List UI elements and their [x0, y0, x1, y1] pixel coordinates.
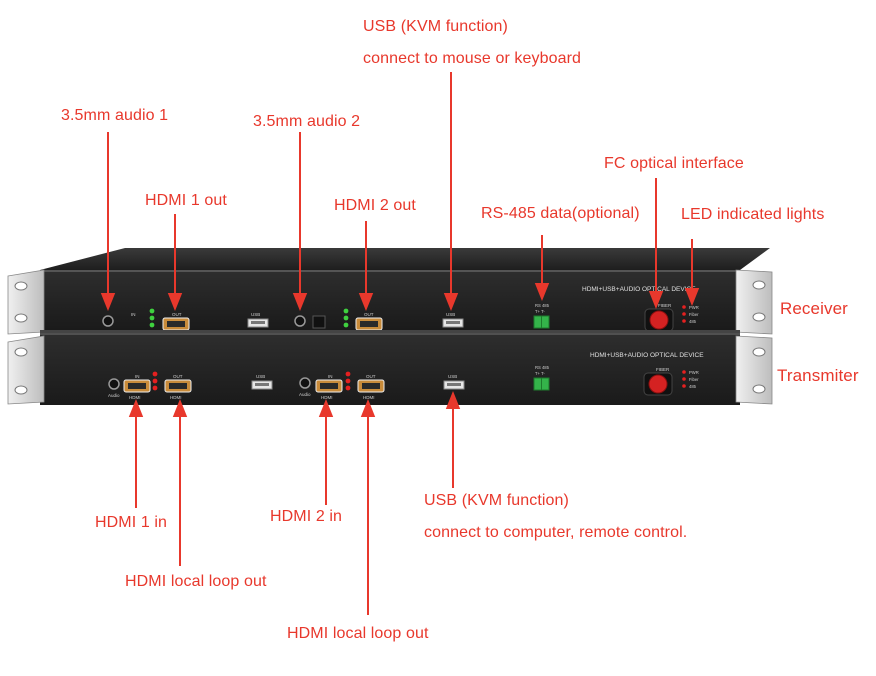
receiver-audio1-jack [102, 315, 114, 327]
receiver-fiber-led-label: Fiber [689, 312, 699, 317]
callout-usb-kvm-top-line2: connect to mouse or keyboard [363, 50, 582, 67]
callout-arrows [100, 72, 700, 615]
callout-led-lights: LED indicated lights [681, 206, 825, 223]
transmitter-audio2-label: Audio [299, 392, 311, 397]
receiver-hdmi1-in-label: IN [131, 312, 136, 317]
receiver-hdmi2-led [343, 322, 349, 328]
callout-hdmi1-in: HDMI 1 in [95, 514, 168, 531]
transmitter-fiber-label: FIBER [656, 367, 670, 372]
receiver-pwr-led [682, 305, 686, 309]
transmitter-485-led [682, 384, 686, 388]
receiver-right-rack-ear [735, 269, 773, 335]
transmitter-fiber-led-label: Fiber [689, 377, 699, 382]
callout-audio1: 3.5mm audio 1 [61, 107, 169, 124]
transmitter-hdmi1-in-hdmi-label: HDMI [129, 395, 141, 400]
transmitter-pwr-led-label: PWR [689, 370, 699, 375]
receiver-panel-title: HDMI+USB+AUDIO OPTICAL DEVICE [582, 286, 696, 293]
transmitter-hdmi2-in-hdmi-label: HDMI [321, 395, 333, 400]
transmitter-hdmi2-out-label: OUT [366, 374, 376, 379]
transmitter-audio1-label: Audio [108, 393, 120, 398]
transmitter-audio1-jack [108, 378, 120, 390]
transmitter-usb1-label: USB [256, 374, 265, 379]
receiver-485-led [682, 319, 686, 323]
callout-usb-kvm-bottom-line1: USB (KVM function) [424, 492, 569, 509]
transmitter-hdmi2-in-label: IN [328, 374, 333, 379]
callout-audio2: 3.5mm audio 2 [253, 113, 361, 130]
transmitter-panel-title: HDMI+USB+AUDIO OPTICAL DEVICE [590, 352, 704, 359]
receiver-hdmi2-led [343, 315, 349, 321]
transmitter-485-led-label: 485 [689, 384, 697, 389]
transmitter-hdmi1-in-label: IN [135, 374, 140, 379]
receiver-485-led-label: 485 [689, 319, 697, 324]
receiver-hdmi2-out-label: OUT [364, 312, 374, 317]
transmitter-hdmi2-led [345, 385, 351, 391]
receiver-usb1-label: USB [251, 312, 260, 317]
transmitter-pwr-led [682, 370, 686, 374]
transmitter-hdmi2-led [345, 378, 351, 384]
receiver-unit: Audio IN HDMI OUT HDMI USB Audio HDMI OU… [7, 248, 773, 339]
receiver-fiber-label: FIBER [658, 303, 672, 308]
receiver-usb2-label: USB [446, 312, 455, 317]
receiver-front-panel [40, 270, 740, 330]
receiver-left-rack-ear [7, 269, 45, 335]
receiver-fc-optical-port [649, 310, 669, 330]
callout-transmitter: Transmiter [777, 366, 859, 385]
transmitter-audio2-jack [299, 377, 311, 389]
transmitter-hdmi1-led [152, 378, 158, 384]
transmitter-left-rack-ear [7, 335, 45, 405]
transmitter-fiber-led [682, 377, 686, 381]
transmitter-rs485-label: RS 485 [535, 365, 550, 370]
receiver-hdmi2-led [343, 308, 349, 314]
transmitter-right-rack-ear [735, 335, 773, 405]
callout-rs485: RS-485 data(optional) [481, 205, 640, 222]
callout-hdmi2-out: HDMI 2 out [334, 197, 416, 214]
transmitter-front-panel [40, 333, 740, 405]
transmitter-hdmi2-led [345, 371, 351, 377]
callout-hdmi-loop1: HDMI local loop out [125, 573, 267, 590]
callout-receiver: Receiver [780, 299, 848, 318]
transmitter-hdmi1-led [152, 371, 158, 377]
receiver-top-face [40, 248, 770, 270]
receiver-rs485-pins-label: T+ T- [535, 309, 545, 314]
receiver-pwr-led-label: PWR [689, 305, 699, 310]
callout-usb-kvm-top-line1: USB (KVM function) [363, 18, 508, 35]
receiver-fiber-led [682, 312, 686, 316]
receiver-hdmi1-led [149, 322, 155, 328]
receiver-hdmi1-led [149, 308, 155, 314]
callout-hdmi-loop2: HDMI local loop out [287, 625, 429, 642]
receiver-hdmi1-led [149, 315, 155, 321]
transmitter-rs485-pins-label: T+ T- [535, 371, 545, 376]
transmitter-hdmi1-out-label: OUT [173, 374, 183, 379]
transmitter-hdmi2-loop-hdmi-label: HDMI [363, 395, 375, 400]
transmitter-usb2-label: USB [448, 374, 457, 379]
transmitter-hdmi1-led [152, 385, 158, 391]
transmitter-unit: Audio IN HDMI OUT HDMI USB Audio IN HDMI… [7, 330, 773, 405]
receiver-rs485-label: RS 485 [535, 303, 550, 308]
transmitter-fc-optical-port [648, 374, 668, 394]
callout-fc-optical: FC optical interface [604, 155, 744, 172]
callout-hdmi1-out: HDMI 1 out [145, 192, 227, 209]
transmitter-hdmi1-loop-hdmi-label: HDMI [170, 395, 182, 400]
receiver-hdmi2-in-blank [312, 315, 326, 329]
receiver-audio2-jack [294, 315, 306, 327]
receiver-hdmi1-out-label: OUT [172, 312, 182, 317]
callout-hdmi2-in: HDMI 2 in [270, 508, 343, 525]
callout-usb-kvm-bottom-line2: connect to computer, remote control. [424, 524, 688, 541]
